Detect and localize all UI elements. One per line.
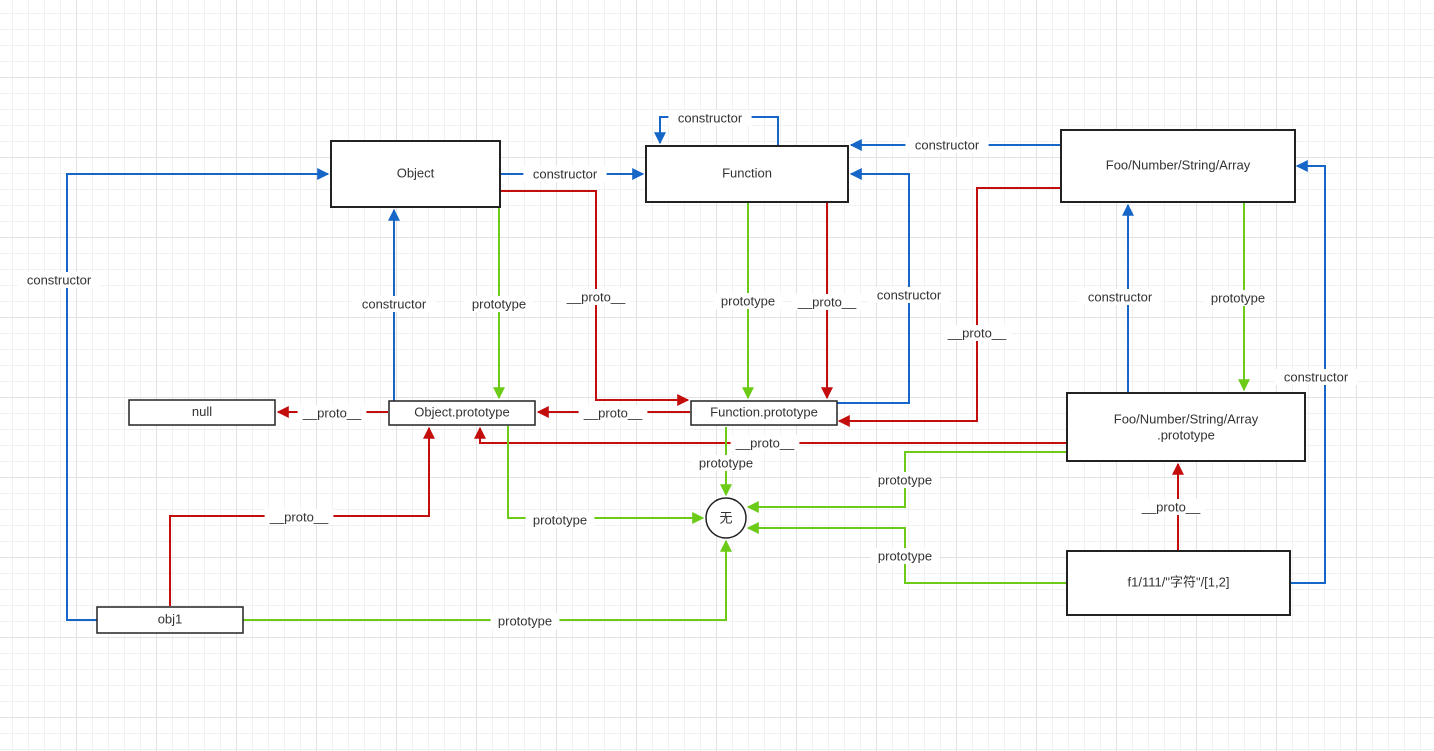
- edge-obj1-constructor-object: [66, 168, 330, 621]
- edge-label-object-to-objectprototype: prototype: [472, 296, 526, 311]
- edge-objectprototype-prototype-none: [507, 426, 705, 524]
- edge-label-foo-to-function: constructor: [915, 137, 980, 152]
- edge-label-bg-function-self: [668, 110, 752, 126]
- edge-label-bg-fooprototype-to-none: [870, 472, 940, 488]
- edge-label-function-to-functionprototype: __proto__: [797, 294, 857, 309]
- node-null: null: [128, 399, 276, 426]
- edge-label-bg-foo-to-fooprototype: [1203, 290, 1273, 306]
- edge-label-bg-object-to-function: [523, 166, 607, 182]
- edge-label-objectprototype-to-none: prototype: [533, 512, 587, 527]
- edge-label-obj1-to-objectprototype: __proto__: [269, 509, 329, 524]
- node-object-prototype-label: Object.prototype: [414, 404, 509, 419]
- edge-label-bg-f1-to-fooprototype: [1136, 499, 1206, 515]
- edge-label-bg-function-to-functionprototype: [792, 294, 862, 310]
- edge-label-functionprototype-to-function: constructor: [877, 287, 942, 302]
- edge-labels: constructor constructor constructor constru…: [17, 110, 1358, 629]
- edge-label-object-to-functionprototype: __proto__: [566, 289, 626, 304]
- edge-label-foo-to-functionprototype: __proto__: [947, 325, 1007, 340]
- edge-label-bg-object-to-functionprototype: [561, 289, 631, 305]
- edge-label-bg-f1-to-none: [870, 548, 940, 564]
- node-foo: Foo/Number/String/Array: [1060, 129, 1296, 203]
- edge-label-fooprototype-to-foo: constructor: [1088, 289, 1153, 304]
- node-obj1: obj1: [96, 606, 244, 634]
- node-null-label: null: [192, 404, 212, 419]
- node-none-label: 无: [719, 510, 732, 525]
- edge-label-bg-functionprototype-to-none: [691, 455, 761, 471]
- edge-label-bg-function-to-functionprototype: [713, 293, 783, 309]
- edge-label-bg-foo-to-functionprototype: [942, 325, 1012, 341]
- edge-label-bg-object-to-objectprototype: [464, 296, 534, 312]
- edge-label-functionprototype-to-objectprototype: __proto__: [583, 405, 643, 420]
- edge-foo-proto-functionprototype: [837, 187, 1060, 427]
- node-function-prototype-label: Function.prototype: [710, 404, 818, 419]
- node-foo-prototype-label-line2: .prototype: [1157, 427, 1215, 442]
- node-object-label: Object: [397, 165, 435, 180]
- node-none: 无: [705, 497, 747, 539]
- edge-label-obj1-to-none: prototype: [498, 613, 552, 628]
- edge-label-bg-obj1-to-object: [17, 272, 101, 288]
- edge-label-bg-fooprototype-to-objectprototype: [730, 435, 800, 451]
- node-function: Function: [645, 145, 849, 203]
- edge-label-f1-to-none: prototype: [878, 548, 932, 563]
- edge-label-objectprototype-to-object: constructor: [362, 296, 427, 311]
- node-foo-label: Foo/Number/String/Array: [1106, 157, 1251, 172]
- edge-label-bg-functionprototype-to-function: [867, 287, 951, 303]
- node-function-label: Function: [722, 165, 772, 180]
- node-obj1-label: obj1: [158, 611, 183, 626]
- edge-obj1-prototype-none: [243, 539, 732, 621]
- edge-label-bg-obj1-to-none: [490, 613, 560, 629]
- edge-label-bg-objectprototype-to-object: [352, 296, 436, 312]
- edge-fooprototype-proto-objectprototype: [474, 426, 1067, 444]
- edge-label-objectprototype-to-null: __proto__: [302, 405, 362, 420]
- node-foo-prototype: Foo/Number/String/Array .prototype: [1066, 392, 1306, 462]
- edge-label-f1-to-fooprototype: __proto__: [1141, 499, 1201, 514]
- node-f1: f1/111/"字符"/[1,2]: [1066, 550, 1291, 616]
- edge-label-bg-f1-to-foo: [1274, 369, 1358, 385]
- node-function-prototype: Function.prototype: [690, 400, 838, 426]
- edge-label-object-to-function: constructor: [533, 166, 598, 181]
- edge-label-bg-functionprototype-to-objectprototype: [578, 405, 648, 421]
- edge-label-functionprototype-to-none: prototype: [699, 455, 753, 470]
- edge-label-function-self: constructor: [678, 110, 743, 125]
- edge-label-bg-objectprototype-to-null: [297, 405, 367, 421]
- node-foo-prototype-label-line1: Foo/Number/String/Array: [1114, 411, 1259, 426]
- node-object-prototype: Object.prototype: [388, 400, 536, 426]
- edge-label-obj1-to-object: constructor: [27, 272, 92, 287]
- node-f1-label: f1/111/"字符"/[1,2]: [1128, 574, 1230, 589]
- edge-label-fooprototype-to-objectprototype: __proto__: [735, 435, 795, 450]
- edge-label-function-to-functionprototype: prototype: [721, 293, 775, 308]
- edge-label-fooprototype-to-none: prototype: [878, 472, 932, 487]
- edge-label-bg-fooprototype-to-foo: [1078, 289, 1162, 305]
- edge-label-bg-obj1-to-objectprototype: [264, 509, 334, 525]
- edge-label-f1-to-foo: constructor: [1284, 369, 1349, 384]
- edge-label-bg-foo-to-function: [905, 137, 989, 153]
- edge-label-foo-to-fooprototype: prototype: [1211, 290, 1265, 305]
- edge-label-bg-objectprototype-to-none: [525, 512, 595, 528]
- node-object: Object: [330, 140, 501, 208]
